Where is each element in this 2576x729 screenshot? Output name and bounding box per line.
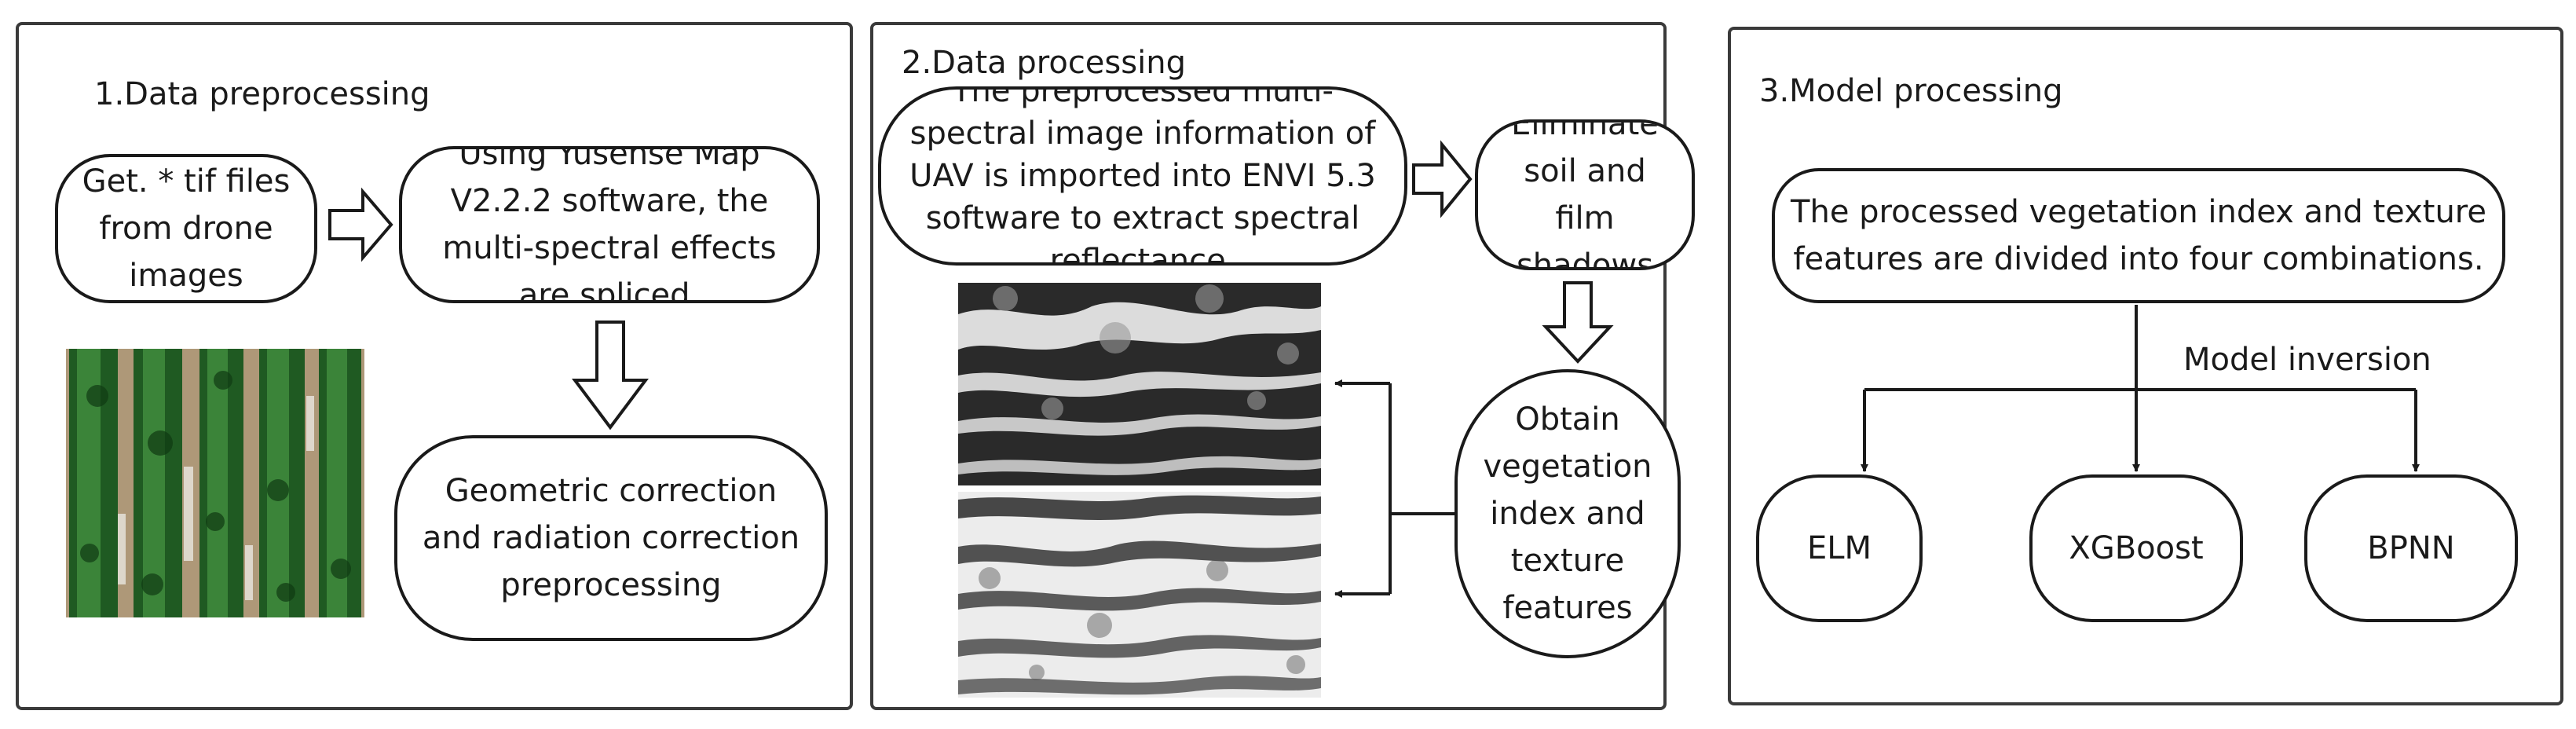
node-geometric-radiation-correction: Geometric correction and radiation corre… xyxy=(394,435,828,641)
node-splice-multispectral-text: Using Yusense Map V2.2.2 software, the m… xyxy=(442,146,777,303)
node-import-envi-text: The preprocessed multi-spectral image in… xyxy=(909,86,1376,266)
node-import-envi: The preprocessed multi-spectral image in… xyxy=(878,86,1407,266)
node-eliminate-shadows-text: Eliminate soil and film shadows xyxy=(1511,119,1659,270)
panel-title-model-processing: 3.Model processing xyxy=(1759,73,2063,109)
node-get-tif-files: Get. * tif files from drone images xyxy=(55,154,317,303)
panel-title-data-processing: 2.Data processing xyxy=(902,45,1186,81)
node-splice-multispectral: Using Yusense Map V2.2.2 software, the m… xyxy=(399,146,820,303)
node-model-elm-text: ELM xyxy=(1806,530,1872,566)
node-four-combinations-text: The processed vegetation index and textu… xyxy=(1791,194,2486,277)
node-four-combinations: The processed vegetation index and textu… xyxy=(1772,168,2505,303)
label-model-inversion: Model inversion xyxy=(2183,342,2431,378)
drone-vegetation-image xyxy=(66,349,364,617)
node-model-elm: ELM xyxy=(1756,474,1923,622)
node-get-tif-files-text: Get. * tif files from drone images xyxy=(82,163,291,294)
node-model-bpnn: BPNN xyxy=(2304,474,2518,622)
spectral-image-bottom xyxy=(958,492,1321,698)
node-model-xgboost: XGBoost xyxy=(2029,474,2243,622)
spectral-image-top xyxy=(958,283,1321,485)
node-obtain-features: Obtain vegetation index and texture feat… xyxy=(1454,369,1681,658)
node-geometric-radiation-correction-text: Geometric correction and radiation corre… xyxy=(422,473,800,603)
panel-title-data-preprocessing: 1.Data preprocessing xyxy=(94,76,430,112)
node-obtain-features-text: Obtain vegetation index and texture feat… xyxy=(1483,401,1652,626)
node-model-xgboost-text: XGBoost xyxy=(2069,530,2204,566)
node-model-bpnn-text: BPNN xyxy=(2367,530,2455,566)
node-eliminate-shadows: Eliminate soil and film shadows xyxy=(1475,119,1695,270)
